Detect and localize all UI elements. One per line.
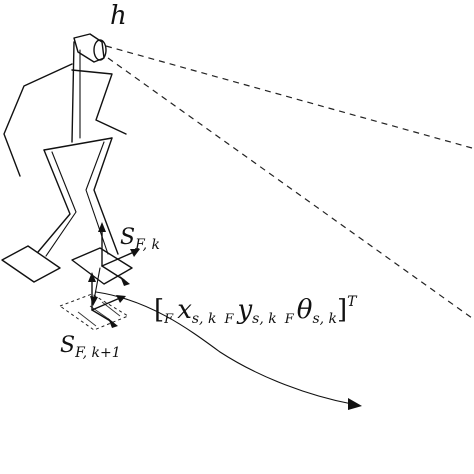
frame-next-label: SF, k+1 <box>60 333 121 361</box>
axis-lateral-head <box>120 276 130 286</box>
foot-back <box>1 245 61 283</box>
camera-head <box>73 33 107 63</box>
trajectory-arrowhead <box>348 398 362 410</box>
arm-front <box>71 69 127 135</box>
camera-body <box>73 33 105 63</box>
frame-next-axes <box>88 272 126 328</box>
leg-front-inner <box>85 141 109 255</box>
axis-next-lateral <box>91 309 113 323</box>
axis-forward <box>101 251 135 267</box>
foot-next-outline <box>58 293 130 331</box>
frame-current-label: SF, k <box>120 225 160 253</box>
view-ray-upper <box>105 45 473 149</box>
axis-next-forward <box>91 297 121 311</box>
frame-current-axes <box>98 222 140 286</box>
step-arrow-line <box>93 267 101 301</box>
axis-next-lateral-head <box>108 318 118 328</box>
arm-back <box>3 63 73 177</box>
axis-forward-head <box>130 249 140 257</box>
axis-lateral <box>101 265 125 281</box>
camera-lens <box>93 39 107 61</box>
leg-back-inner <box>45 151 77 257</box>
humanoid-robot <box>1 41 133 285</box>
step-arrow <box>90 267 101 306</box>
axis-next-vertical-head <box>88 272 96 282</box>
axis-vertical-head <box>98 222 106 232</box>
hip <box>43 137 113 151</box>
leg-back <box>37 149 71 253</box>
foot-next-hatch-2 <box>89 305 111 321</box>
walking-trajectory <box>95 291 362 410</box>
step-arrow-head <box>90 296 98 306</box>
leg-front <box>93 137 119 255</box>
camera-label: h <box>110 1 127 31</box>
view-ray-lower <box>107 57 473 319</box>
trajectory-curve <box>95 291 353 405</box>
camera-field-of-view <box>105 45 473 319</box>
foot-next-hatch-1 <box>77 311 97 327</box>
torso <box>71 41 75 143</box>
